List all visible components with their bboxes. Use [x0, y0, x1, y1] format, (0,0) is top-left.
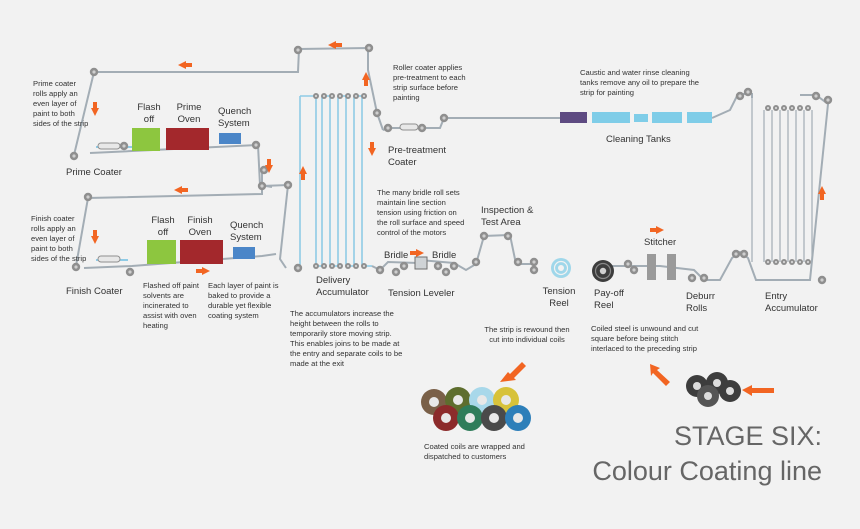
note-roller-coater: Roller coater applies pre-treatment to e…	[393, 63, 466, 102]
entry-accumulator-rolls	[735, 87, 833, 285]
stage-title-line2: Colour Coating line	[592, 456, 822, 486]
quench-box-2	[233, 247, 255, 259]
label-finish-coater: Finish Coater	[66, 286, 123, 297]
label-bridle-2: Bridle	[432, 250, 457, 261]
label-quench-system-2: Quench System	[230, 220, 264, 243]
incoming-coils	[686, 372, 741, 407]
label-tension-leveler: Tension Leveler	[388, 288, 455, 299]
entry-accumulator-strands	[751, 98, 813, 262]
note-prime-coater: Prime coater rolls apply an even layer o…	[33, 79, 89, 128]
cleaning-tanks	[560, 112, 712, 123]
label-tension-reel: Tension Reel	[542, 286, 576, 309]
note-finish-coater: Finish coater rolls apply an even layer …	[31, 214, 87, 263]
stage-title-line1: STAGE SIX:	[673, 421, 822, 451]
note-coated-coils: Coated coils are wrapped and dispatched …	[424, 442, 525, 461]
label-quench-system-1: Quench System	[218, 106, 252, 129]
label-delivery-accumulator: Delivery Accumulator	[316, 275, 369, 298]
note-coiled-steel: Coiled steel is unwound and cut square b…	[591, 324, 699, 353]
label-inspection-test-area: Inspection & Test Area	[481, 205, 534, 228]
label-payoff-reel: Pay-off Reel	[594, 288, 624, 311]
label-bridle-1: Bridle	[384, 250, 409, 261]
label-prime-oven: Prime Oven	[176, 102, 202, 125]
label-pretreatment-coater: Pre-treatment Coater	[388, 145, 447, 168]
label-prime-coater: Prime Coater	[66, 167, 122, 178]
label-flash-off-2: Flash off	[151, 215, 175, 238]
tension-leveler-box	[414, 256, 428, 270]
note-caustic: Caustic and water rinse cleaning tanks r…	[580, 68, 700, 97]
coater-rollers	[97, 123, 419, 263]
note-each-layer: Each layer of paint is baked to provide …	[208, 281, 279, 320]
flow-arrow-icons	[91, 41, 826, 396]
note-flashed-off: Flashed off paint solvents are incinerat…	[143, 281, 200, 330]
note-accumulators: The accumulators increase the height bet…	[290, 309, 403, 368]
payoff-reel	[592, 260, 614, 282]
flash-off-box-2	[147, 240, 176, 264]
label-flash-off-1: Flash off	[137, 102, 161, 125]
label-finish-oven: Finish Oven	[187, 215, 213, 238]
flash-off-box-1	[132, 128, 160, 151]
prime-oven-box	[166, 128, 209, 150]
delivery-accumulator-strands	[299, 95, 372, 267]
note-rewound: The strip is rewound then cut into indiv…	[484, 325, 570, 344]
label-deburr-rolls: Deburr Rolls	[686, 291, 716, 314]
label-cleaning-tanks: Cleaning Tanks	[606, 134, 671, 145]
label-entry-accumulator: Entry Accumulator	[765, 291, 818, 314]
stitcher	[647, 254, 676, 280]
quench-box-1	[219, 133, 241, 144]
finish-oven-box	[180, 240, 223, 264]
label-stitcher: Stitcher	[644, 237, 677, 248]
coated-coils	[421, 387, 531, 431]
note-bridle-rolls: The many bridle roll sets maintain line …	[377, 188, 465, 237]
tension-reel	[551, 258, 571, 278]
